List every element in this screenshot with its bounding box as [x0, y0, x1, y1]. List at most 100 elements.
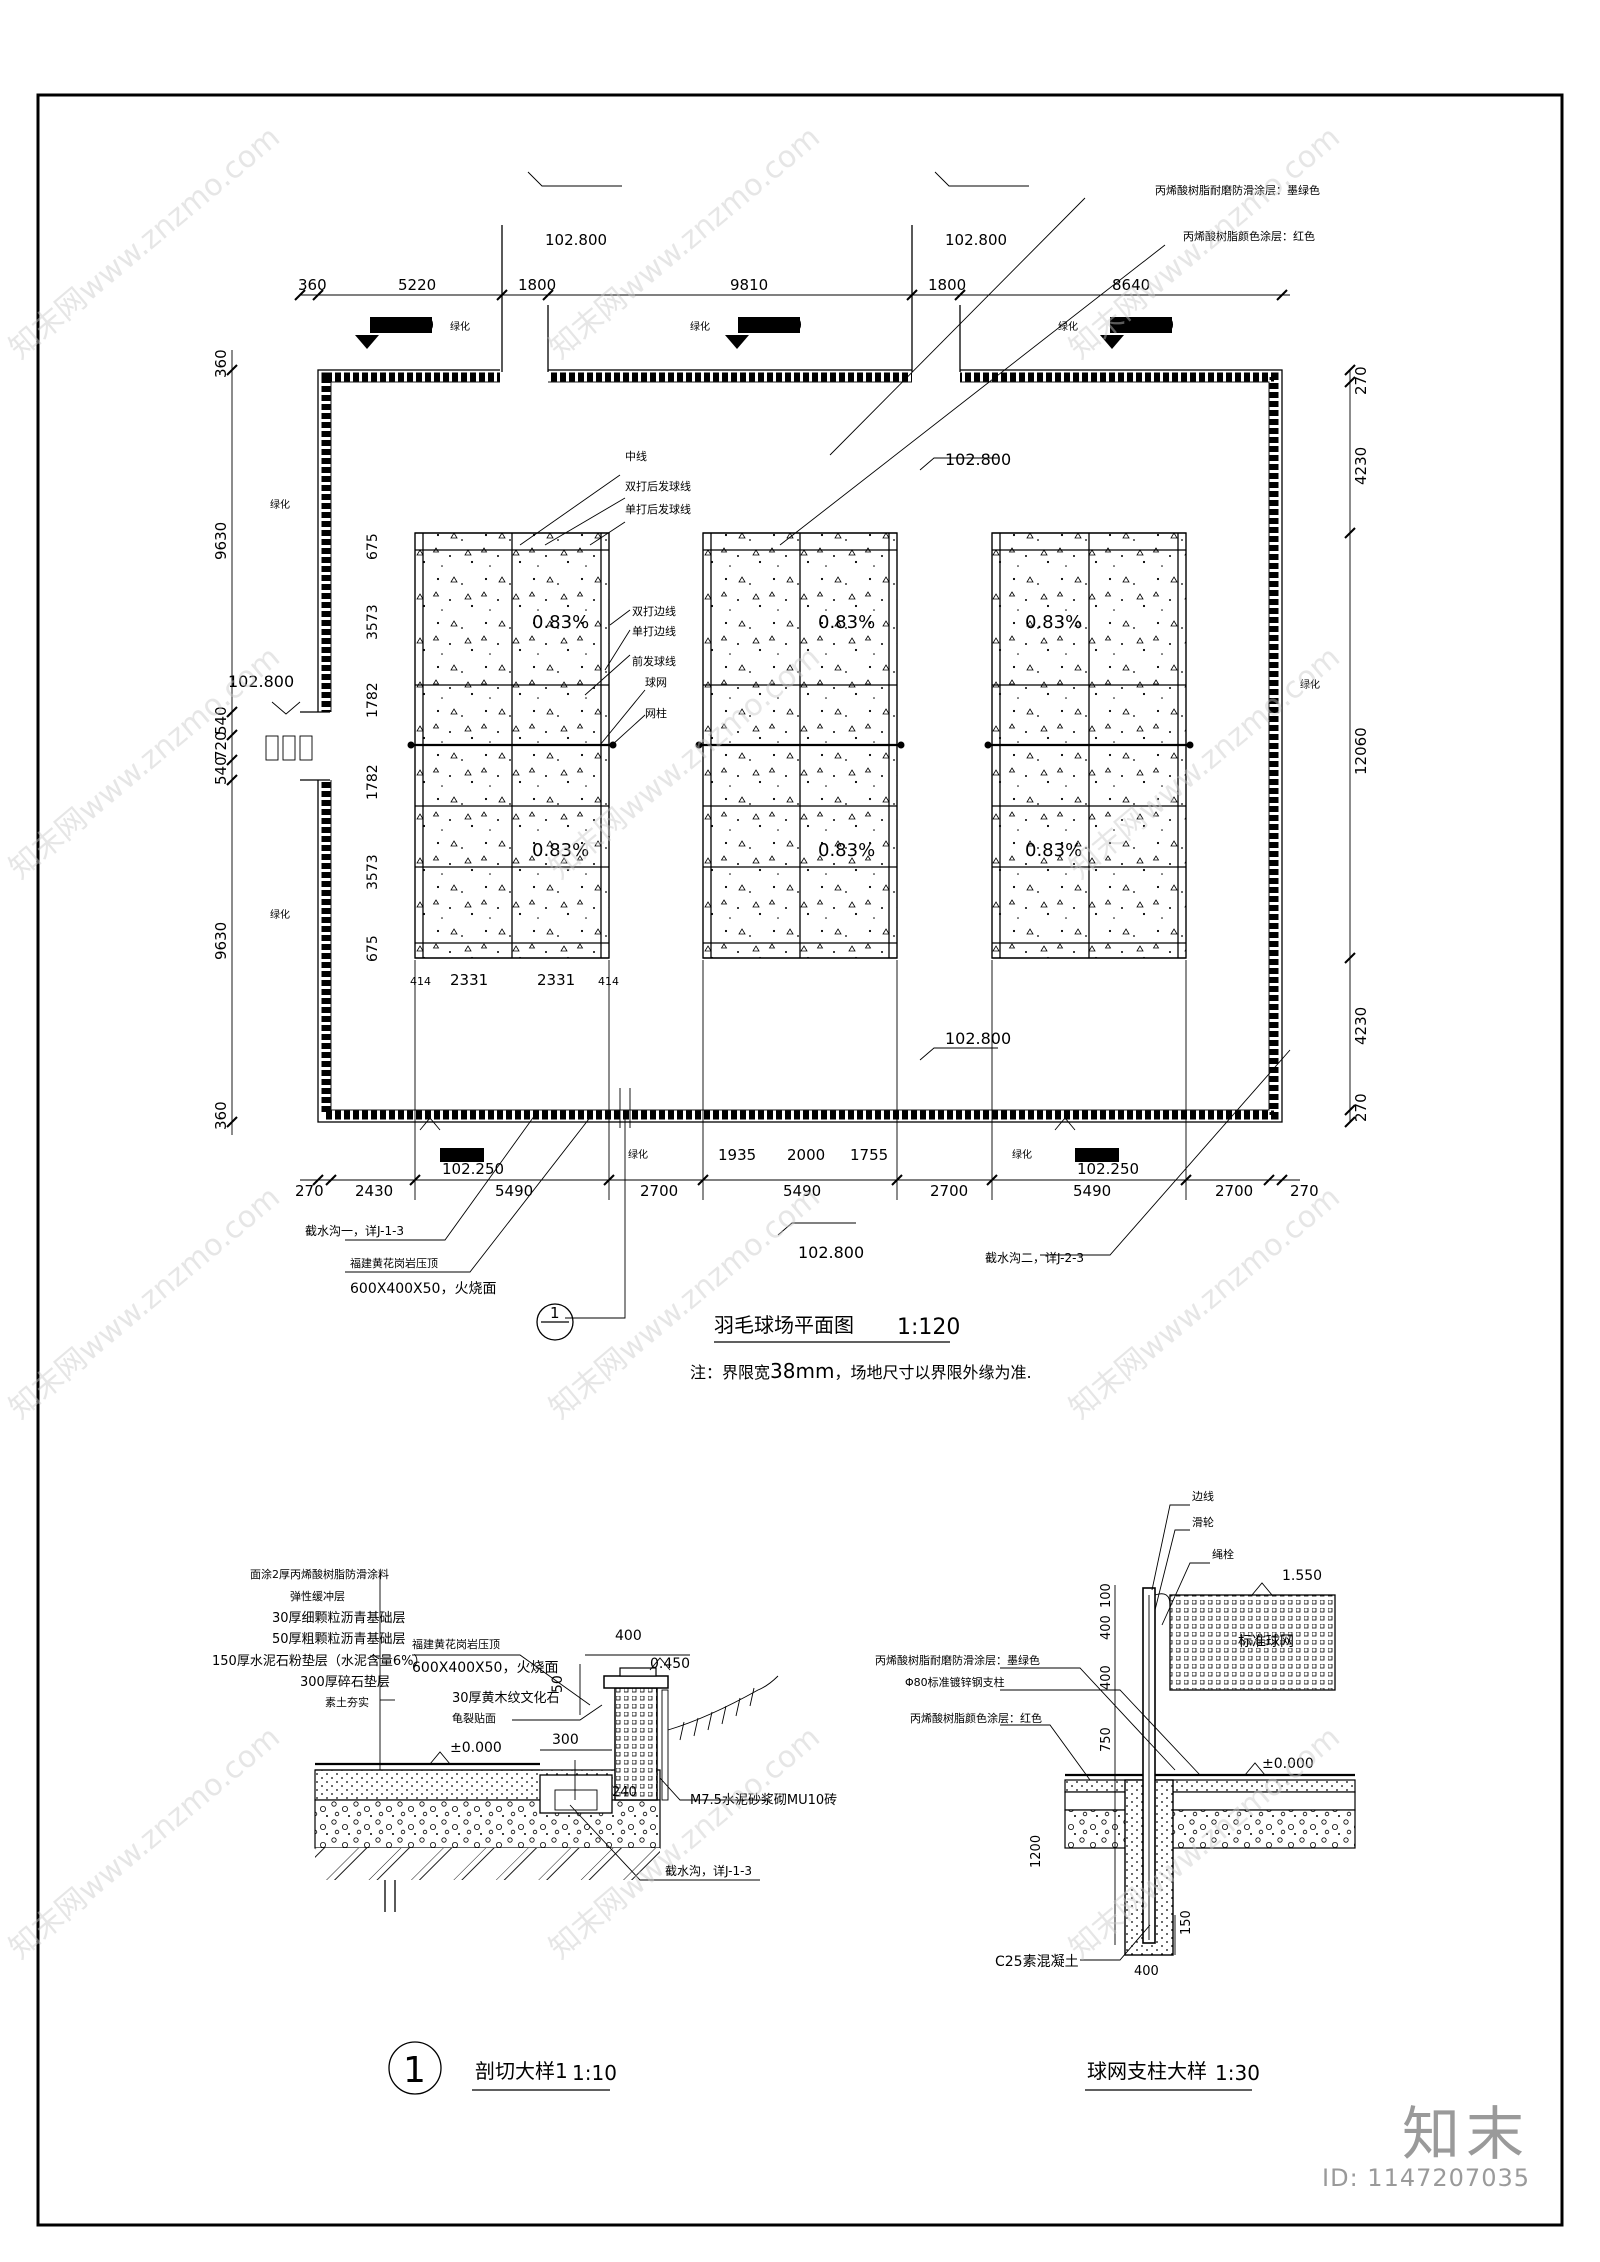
bottom-sub-dim: 1935: [718, 1146, 756, 1164]
green-label: 绿化: [270, 498, 290, 511]
dim-tick: [496, 289, 508, 301]
callout-ditch2: 截水沟二，详J-2-3: [985, 1250, 1084, 1265]
green-label: 绿化: [690, 320, 710, 333]
post-dim: 150: [1179, 1910, 1194, 1935]
dim-tick: [906, 289, 918, 301]
bottom-dim: 5490: [1073, 1182, 1111, 1200]
dim-tick: [325, 1174, 337, 1186]
callout-paver: 福建黄花岗岩压顶: [350, 1256, 438, 1270]
net-post: [1186, 741, 1194, 749]
top-dim: 1800: [928, 276, 966, 294]
stone-label: 30厚黄木纹文化石: [452, 1691, 560, 1706]
logo-mark: 知末: [1401, 2100, 1530, 2168]
slope-label: 0.83%: [818, 612, 875, 633]
lower-elevation: 102.250: [1112, 316, 1174, 334]
court-row-dim: 3573: [365, 854, 381, 890]
layer-label: 素土夯实: [325, 1695, 369, 1709]
dim-tick: [226, 706, 238, 718]
site-plan: [265, 225, 1283, 1200]
bottom-dim: 2430: [355, 1182, 393, 1200]
dim-tick: [312, 1174, 324, 1186]
left-dim: 540: [212, 756, 230, 785]
section-detail-drawing: [314, 1573, 779, 2095]
top-dim: 9810: [730, 276, 768, 294]
post-scale: 1:30: [1215, 2061, 1260, 2085]
section-marker: [536, 1303, 574, 1341]
bottom-dim: 5490: [495, 1182, 533, 1200]
dim-tick: [603, 1174, 615, 1186]
dim-tick: [1180, 1174, 1192, 1186]
section-title: 剖切大样1: [475, 2059, 568, 2083]
post-dim: 400: [1134, 1964, 1159, 1979]
bottom-dim: 270: [1290, 1182, 1319, 1200]
post-coat-red: 丙烯酸树脂颜色涂层：红色: [910, 1711, 1042, 1725]
cap-spec: 600X400X50，火烧面: [412, 1660, 558, 1676]
court-col-dim: 2331: [537, 971, 575, 989]
left-dim: 9630: [212, 522, 230, 560]
court-row-dim: 675: [365, 935, 381, 962]
entrance-bollard: [265, 735, 279, 761]
court-col-dim: 414: [598, 975, 619, 988]
layer-label: 30厚细颗粒沥青基础层: [272, 1611, 406, 1626]
post-detail-drawing: [1000, 1504, 1356, 1961]
net-post: [984, 741, 992, 749]
dim-tick: [1344, 1104, 1356, 1116]
green-label: 绿化: [270, 908, 290, 921]
right-dim: 12060: [1352, 727, 1370, 775]
left-dim: 360: [212, 349, 230, 378]
net-post: [609, 741, 617, 749]
dim-tick: [294, 289, 306, 301]
plan-leaders: [271, 171, 1291, 1341]
elevation-label: 102.800: [545, 231, 607, 249]
post-dim: 750: [1099, 1727, 1114, 1752]
lower-elevation: 102.250: [372, 316, 434, 334]
dim-tick: [1276, 1174, 1288, 1186]
dim-300: 300: [552, 1732, 579, 1748]
court-row-dim: 675: [365, 533, 381, 560]
post-label: 滑轮: [1192, 1515, 1214, 1529]
net-post: [407, 741, 415, 749]
dim-tick: [891, 1174, 903, 1186]
post-title: 球网支柱大样: [1087, 2059, 1207, 2083]
dim-tick: [697, 1174, 709, 1186]
left-dim: 540: [212, 706, 230, 735]
dimension-lines: [226, 289, 1356, 1186]
slope-label: 0.83%: [818, 840, 875, 861]
callout-paver-spec: 600X400X50，火烧面: [350, 1281, 496, 1297]
drawing-frame: [36, 93, 1564, 2227]
post-dim: 100: [1099, 1583, 1114, 1608]
text-layer: 360 5220 1800 9810 1800 8640 270 2430 54…: [212, 183, 1370, 2091]
dim-tick: [1276, 289, 1288, 301]
court-label: 网柱: [645, 706, 667, 720]
layer-label: 300厚碎石垫层: [300, 1674, 390, 1690]
dim-tick: [226, 754, 238, 766]
court-label: 前发球线: [632, 654, 676, 668]
plan-note-value: 38mm: [770, 1359, 834, 1383]
court-row-dim: 1782: [365, 682, 381, 718]
bottom-dim: 2700: [930, 1182, 968, 1200]
callout-ditch1: 截水沟一，详J-1-3: [305, 1223, 404, 1238]
bottom-sub-dim: 1755: [850, 1146, 888, 1164]
wall-note: M7.5水泥砂浆砌MU10砖: [690, 1793, 837, 1808]
layer-label: 150厚水泥石粉垫层（水泥含量6%）: [212, 1653, 426, 1669]
dim-400: 400: [615, 1628, 642, 1644]
court-row-dim: 1782: [365, 764, 381, 800]
bottom-dim: 270: [295, 1182, 324, 1200]
post-zero: ±0.000: [1262, 1756, 1314, 1772]
concrete-label: C25素混凝土: [995, 1954, 1079, 1970]
dim-tick: [1344, 952, 1356, 964]
court-label: 双打后发球线: [625, 479, 691, 493]
left-dim: 360: [212, 1101, 230, 1130]
dim-tick: [226, 729, 238, 741]
plan-note: 注：界限宽38mm，场地尺寸以界限外缘为准.: [690, 1359, 1032, 1383]
elevation-label: 102.800: [945, 231, 1007, 249]
elevation-label: 102.800: [945, 450, 1011, 469]
post-dim: 1200: [1029, 1835, 1044, 1868]
elevation-label: 102.800: [798, 1243, 864, 1262]
left-dim: 720: [212, 731, 230, 760]
detail-number: 1: [403, 2050, 426, 2091]
green-label: 绿化: [628, 1148, 648, 1161]
dim-240: 240: [612, 1785, 637, 1800]
dim-tick: [1344, 364, 1356, 376]
